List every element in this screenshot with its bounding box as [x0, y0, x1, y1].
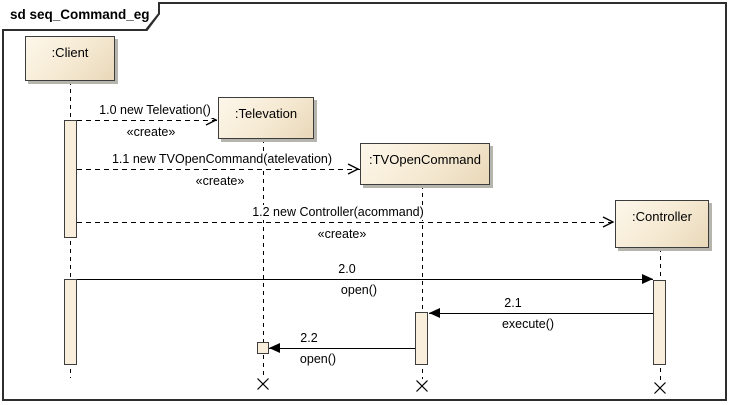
- lifeline-head-client: :Client: [25, 36, 115, 81]
- message-label-1-1: 1.1 new TVOpenCommand(atelevation): [109, 152, 335, 167]
- lifeline-label-client: :Client: [51, 45, 89, 60]
- message-line-2-1: [429, 313, 653, 314]
- open-arrowhead-icon: [602, 216, 614, 228]
- message-line-2-2: [269, 348, 415, 349]
- message-operation-2-2: open(): [297, 352, 339, 367]
- destroy-x-icon: [257, 378, 269, 390]
- message-line-1-1: [77, 169, 360, 170]
- message-line-1-0: [77, 120, 218, 121]
- activation-controller: [653, 280, 666, 365]
- filled-arrowhead-icon: [269, 343, 280, 353]
- open-arrowhead-icon: [347, 163, 359, 175]
- message-line-1-2: [77, 222, 615, 223]
- message-operation-2-1: execute(): [499, 317, 557, 332]
- lifeline-head-televation: :Televation: [218, 97, 314, 139]
- activation-televation-small: [257, 342, 269, 354]
- lifeline-line-televation: [263, 139, 264, 377]
- lifeline-line-tvopencommand: [422, 185, 423, 379]
- message-stereotype-1-2: «create»: [315, 227, 369, 242]
- destroy-x-icon: [654, 382, 666, 394]
- message-label-1-0: 1.0 new Televation(): [97, 103, 213, 118]
- activation-client-1: [64, 120, 77, 238]
- message-line-2-0: [77, 279, 653, 280]
- lifeline-label-controller: :Controller: [632, 209, 692, 224]
- diagram-frame: [2, 2, 727, 401]
- destroy-x-icon: [416, 380, 428, 392]
- filled-arrowhead-icon: [642, 274, 653, 284]
- activation-tvopencommand: [415, 312, 428, 365]
- lifeline-label-televation: :Televation: [234, 106, 298, 121]
- message-number-2-2: 2.2: [298, 331, 320, 346]
- message-operation-2-0: open(): [338, 283, 380, 298]
- activation-client-2: [64, 279, 77, 365]
- lifeline-head-controller: :Controller: [615, 200, 709, 248]
- message-stereotype-1-0: «create»: [124, 125, 178, 140]
- message-number-2-0: 2.0: [336, 262, 358, 277]
- frame-title: sd seq_Command_eg: [2, 2, 158, 29]
- message-stereotype-1-1: «create»: [193, 174, 247, 189]
- lifeline-label-tvopencommand: :TVOpenCommand: [369, 152, 481, 167]
- message-number-2-1: 2.1: [502, 296, 524, 311]
- filled-arrowhead-icon: [429, 308, 440, 318]
- frame-label-pentagon: sd seq_Command_eg: [2, 2, 160, 31]
- message-label-1-2: 1.2 new Controller(acommand): [250, 205, 426, 220]
- lifeline-head-tvopencommand: :TVOpenCommand: [360, 143, 490, 185]
